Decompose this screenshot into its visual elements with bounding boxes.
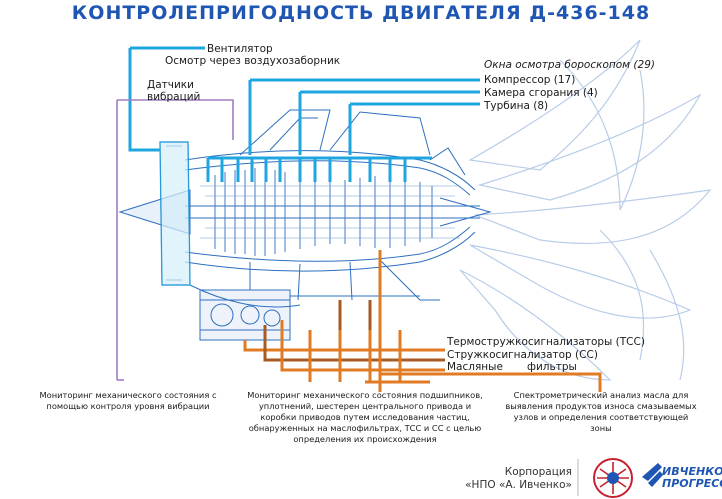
- footer-npo: «НПО «А. Ивченко»: [465, 479, 572, 491]
- npo-emblem-icon: [593, 458, 633, 498]
- note-spectrometric-analysis: Спектрометрический анализ масла для выяв…: [505, 390, 697, 433]
- label-oil-filters-2: фильтры: [527, 361, 577, 373]
- label-fan: Вентилятор: [207, 43, 273, 55]
- note-bearing-monitoring: Мониторинг механического состояния подши…: [247, 390, 483, 444]
- label-vibration-sensors-text: Датчики вибраций: [147, 79, 201, 103]
- ivchenko-progress-logo-icon: [642, 463, 663, 487]
- oil-system-leaders: [243, 250, 602, 392]
- label-compressor: Компрессор (17): [484, 74, 576, 86]
- fan-blade-ornament-icon: [459, 39, 712, 381]
- label-ss: Стружкосигнализатор (СС): [447, 349, 598, 361]
- page-title: КОНТРОЛЕПРИГОДНОСТЬ ДВИГАТЕЛЯ Д-436-148: [71, 2, 651, 24]
- label-borescope-windows: Окна осмотра бороскопом (29): [484, 59, 655, 71]
- borescope-callouts: [128, 46, 480, 182]
- footer-corporation: Корпорация: [504, 466, 572, 478]
- note-vibration-monitoring: Мониторинг механического состояния с пом…: [39, 390, 217, 411]
- brand-line-2: ПРОГРЕСС: [662, 477, 722, 490]
- label-combustion-chamber: Камера сгорания (4): [484, 87, 598, 99]
- label-tss: Термостружкосигнализаторы (ТСС): [447, 336, 645, 348]
- label-fan-inspection: Осмотр через воздухозаборник: [165, 55, 341, 67]
- vibration-sensor-leader: [116, 99, 234, 381]
- brand-line-1: ИВЧЕНКО: [662, 465, 722, 478]
- label-oil-filters-1: Масляные: [447, 361, 503, 373]
- label-turbine: Турбина (8): [484, 100, 549, 112]
- fan-section: [159, 141, 191, 286]
- label-vibration-sensors: Датчики вибраций: [147, 79, 209, 103]
